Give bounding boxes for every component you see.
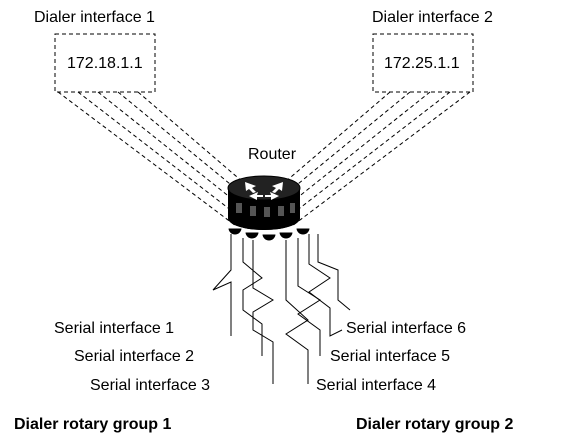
serial-link-2 <box>242 238 263 356</box>
dialer-interface-2-ip: 172.25.1.1 <box>384 55 460 72</box>
serial-links <box>212 234 351 384</box>
serial-link-6 <box>308 234 343 337</box>
serial-interface-3-label: Serial interface 3 <box>90 377 211 394</box>
dialer-interface-2-label: Dialer interface 2 <box>372 9 493 26</box>
dialer-1-links <box>57 91 259 227</box>
serial-link-3 <box>252 240 274 384</box>
rotary-group-2-label: Dialer rotary group 2 <box>356 416 514 433</box>
serial-interface-4-label: Serial interface 4 <box>316 377 437 394</box>
dialer-interface-2-box <box>372 33 474 93</box>
serial-interface-1-label: Serial interface 1 <box>54 320 175 337</box>
serial-link-1 <box>212 234 232 336</box>
router-label: Router <box>248 146 297 163</box>
dialer-2-links <box>269 91 471 227</box>
serial-interface-6-label: Serial interface 6 <box>346 320 467 337</box>
serial-link-4 <box>285 240 309 384</box>
router-icon <box>227 175 311 242</box>
dialer-interface-1-label: Dialer interface 1 <box>34 9 155 26</box>
serial-interface-2-label: Serial interface 2 <box>74 348 195 365</box>
dialer-interface-1-box <box>54 33 156 93</box>
serial-interface-5-label: Serial interface 5 <box>330 348 451 365</box>
dialer-interface-1-ip: 172.18.1.1 <box>67 55 143 72</box>
serial-link-5 <box>297 238 321 356</box>
rotary-group-1-label: Dialer rotary group 1 <box>14 416 172 433</box>
